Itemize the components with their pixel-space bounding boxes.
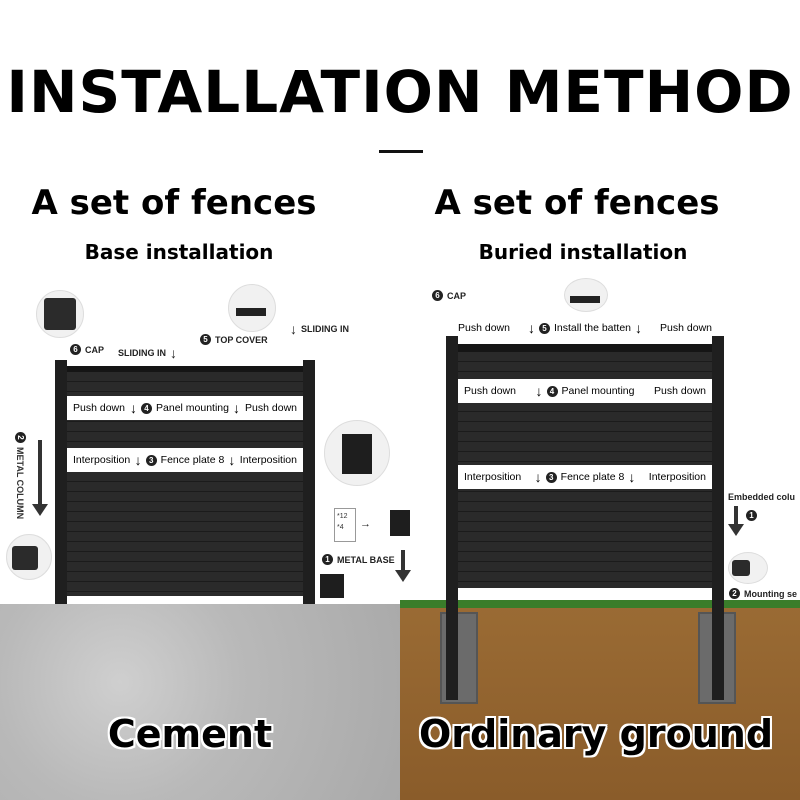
band-left-text: Push down: [73, 402, 125, 414]
step-number-badge: 6: [432, 290, 443, 301]
embedded-column-label: Embedded colu: [728, 492, 795, 502]
metal-base-text: METAL BASE: [337, 554, 395, 565]
metal-base-arrow-icon: [395, 550, 411, 582]
sliding-in-text: SLIDING IN: [301, 324, 350, 334]
title-divider: [379, 150, 423, 153]
step-number-badge: 4: [141, 402, 153, 414]
right-band-install-batten: Push down ↓ 5 Install the batten ↓ Push …: [452, 316, 718, 340]
band-mid-text: Fence plate 8: [160, 454, 225, 466]
grass-strip: [400, 600, 800, 608]
down-arrow-icon: ↓: [130, 400, 138, 416]
metal-column-part-icon: [12, 546, 38, 570]
right-subheading: Buried installation: [478, 240, 688, 264]
right-cap-label: 6 CAP: [432, 290, 466, 301]
embedded-column-arrow-icon: [728, 506, 744, 536]
down-arrow-icon: ↓: [170, 345, 178, 361]
page-title: INSTALLATION METHOD: [6, 58, 794, 126]
step-number-badge: 1: [746, 510, 757, 521]
right-heading: A set of fences: [434, 183, 720, 223]
screws-box: *12 *4: [334, 508, 356, 542]
band-right-text: Interposition: [239, 454, 297, 466]
metal-base-part-icon: [342, 434, 372, 474]
top-cover-text: TOP COVER: [215, 334, 268, 345]
down-arrow-icon: ↓: [228, 452, 236, 468]
band-mid: ↓ 4 Panel mounting: [536, 384, 635, 398]
step-number-badge: 4: [546, 385, 558, 397]
metal-base-label: 1 METAL BASE: [322, 554, 395, 565]
down-arrow-icon: ↓: [534, 469, 542, 485]
left-cap-label: 6 CAP: [70, 344, 104, 355]
sliding-in-label-1: SLIDING IN ↓: [118, 346, 177, 360]
step-number-badge: 3: [545, 471, 557, 483]
right-fence-left-post: [446, 336, 458, 700]
down-arrow-icon: ↓: [134, 452, 142, 468]
band-mid-text: Panel mounting: [561, 385, 635, 397]
step-number-badge: 1: [322, 554, 333, 565]
down-arrow-icon: ↓: [628, 469, 636, 485]
batten-part-icon: [570, 296, 600, 303]
band-left-text: Push down: [464, 385, 516, 397]
embedded-column-text: Embedded colu: [728, 492, 796, 502]
step-number-badge: 5: [538, 322, 550, 334]
batten-part-bubble: [564, 278, 608, 312]
right-band-panel-mounting: Push down ↓ 4 Panel mounting Push down: [458, 379, 712, 403]
mounting-part-icon: [732, 560, 750, 576]
right-band-fence-plate: Interposition ↓ 3 Fence plate 8 ↓ Interp…: [458, 465, 712, 489]
cement-label: Cement: [107, 712, 273, 756]
metal-column-text: METAL COLUMN: [15, 447, 26, 520]
down-arrow-icon: ↓: [635, 320, 643, 336]
left-band-fence-plate: Interposition ↓ 3 Fence plate 8 ↓ Interp…: [67, 448, 303, 472]
band-mid: ↓ 5 Install the batten ↓: [528, 321, 642, 335]
band-mid: ↓ 4 Panel mounting ↓: [130, 401, 240, 415]
top-cover-part-icon: [236, 308, 266, 316]
down-arrow-icon: ↓: [527, 320, 535, 336]
band-mid: ↓ 3 Fence plate 8 ↓: [135, 453, 236, 467]
screws-arrow-icon: →: [360, 518, 371, 530]
band-left-text: Push down: [458, 322, 510, 334]
cement-ground: [0, 604, 400, 800]
step-number-badge: 6: [70, 344, 81, 355]
band-right-text: Push down: [660, 322, 712, 334]
step-number-badge: 2: [729, 588, 740, 599]
left-band-panel-mounting: Push down ↓ 4 Panel mounting ↓ Push down: [67, 396, 303, 420]
screws-count-b: *4: [337, 524, 344, 531]
right-fence-right-post: [712, 336, 724, 700]
metal-column-label: 2 METAL COLUMN: [15, 432, 26, 519]
embedded-num-label: 1: [746, 510, 757, 521]
screws-count-a: *12: [337, 513, 348, 520]
step-number-badge: 3: [145, 454, 157, 466]
right-fence-top-batten: [458, 344, 712, 352]
left-fence-left-post: [55, 360, 67, 604]
band-mid: ↓ 3 Fence plate 8 ↓: [535, 470, 636, 484]
down-arrow-icon: ↓: [290, 321, 297, 337]
mounting-label: 2 Mounting se: [729, 588, 797, 599]
top-cover-label: 5 TOP COVER: [200, 334, 268, 345]
band-mid-text: Install the batten: [553, 322, 632, 334]
sliding-in-label-2: ↓ SLIDING IN: [290, 322, 349, 336]
band-mid-text: Fence plate 8: [560, 471, 625, 483]
mounting-text: Mounting se: [744, 588, 797, 599]
sliding-in-text: SLIDING IN: [118, 348, 167, 358]
band-right-text: Push down: [245, 402, 297, 414]
band-right-text: Interposition: [648, 471, 706, 483]
metal-column-arrow-icon: [32, 440, 48, 516]
band-mid-text: Panel mounting: [156, 402, 229, 414]
left-heading: A set of fences: [31, 183, 317, 223]
band-left-text: Interposition: [464, 471, 522, 483]
left-fence-top-cover: [67, 366, 303, 372]
step-number-badge: 2: [15, 432, 26, 443]
metal-base-small-icon: [390, 510, 410, 536]
left-subheading: Base installation: [84, 240, 274, 264]
left-fence-right-post: [303, 360, 315, 604]
down-arrow-icon: ↓: [535, 383, 543, 399]
band-right-text: Push down: [654, 385, 706, 397]
metal-base-installed-icon: [320, 574, 344, 598]
cap-part-icon: [44, 298, 76, 330]
down-arrow-icon: ↓: [232, 400, 240, 416]
ordinary-ground-label: Ordinary ground: [418, 712, 774, 756]
band-left-text: Interposition: [73, 454, 131, 466]
cap-text: CAP: [447, 290, 467, 301]
step-number-badge: 5: [200, 334, 211, 345]
cap-text: CAP: [85, 344, 105, 355]
